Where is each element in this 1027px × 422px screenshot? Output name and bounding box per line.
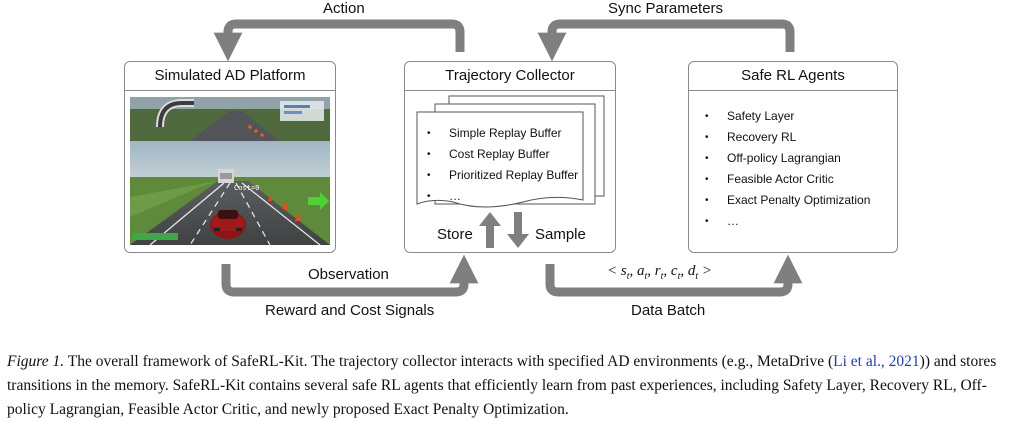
list-item: •Cost Replay Buffer bbox=[427, 147, 550, 161]
tuple-c: c bbox=[670, 263, 678, 279]
list-item: •… bbox=[427, 189, 461, 203]
trajectory-collector-panel: Trajectory Collector •Simple Replay Buff… bbox=[404, 61, 616, 253]
figure-caption: Figure 1. The overall framework of SafeR… bbox=[7, 350, 1023, 422]
transition-tuple: < st, at, rt, ct, dt > bbox=[607, 263, 713, 282]
sync-arrow bbox=[537, 19, 795, 62]
list-item: •… bbox=[705, 214, 739, 228]
tuple-d: d bbox=[687, 263, 696, 279]
agent-list: •Safety Layer •Recovery RL •Off-policy L… bbox=[705, 106, 893, 232]
simulated-ad-platform-panel: Simulated AD Platform bbox=[124, 61, 336, 253]
sync-parameters-label: Sync Parameters bbox=[608, 0, 724, 17]
cost-overlay: Cost=0 bbox=[234, 184, 259, 192]
observation-label: Observation bbox=[308, 266, 389, 283]
panel-title: Simulated AD Platform bbox=[125, 62, 335, 91]
data-batch-label: Data Batch bbox=[631, 302, 706, 319]
list-item: •Simple Replay Buffer bbox=[427, 126, 562, 140]
figure-label: Figure 1. bbox=[7, 353, 65, 370]
action-arrow bbox=[213, 19, 465, 62]
sample-label: Sample bbox=[535, 226, 586, 243]
tuple-s: s bbox=[620, 263, 627, 279]
citation-link[interactable]: Li et al., 2021 bbox=[833, 353, 920, 370]
reward-cost-label: Reward and Cost Signals bbox=[265, 302, 435, 319]
store-label: Store bbox=[437, 226, 473, 243]
list-item: •Recovery RL bbox=[705, 130, 797, 144]
caption-text-2: )) and stores transitions in the memory.… bbox=[7, 353, 997, 418]
safe-rl-agents-panel: Safe RL Agents •Safety Layer •Recovery R… bbox=[688, 61, 898, 253]
driving-simulation-screenshot: Cost=0 bbox=[130, 97, 330, 245]
replay-buffer-list: •Simple Replay Buffer •Cost Replay Buffe… bbox=[427, 123, 607, 207]
store-up-arrow bbox=[479, 212, 501, 248]
list-item: •Off-policy Lagrangian bbox=[705, 151, 841, 165]
caption-text-1: The overall framework of SafeRL-Kit. The… bbox=[64, 353, 834, 370]
connector-arrows bbox=[213, 19, 803, 297]
panel-title: Trajectory Collector bbox=[405, 62, 615, 91]
list-item: •Feasible Actor Critic bbox=[705, 172, 834, 186]
sample-down-arrow bbox=[507, 212, 529, 248]
panel-title: Safe RL Agents bbox=[689, 62, 897, 91]
replay-buffer-pages bbox=[416, 95, 605, 208]
list-item: •Exact Penalty Optimization bbox=[705, 193, 871, 207]
action-label: Action bbox=[323, 0, 365, 17]
list-item: •Safety Layer bbox=[705, 109, 795, 123]
tuple-a: a bbox=[637, 263, 645, 279]
list-item: •Prioritized Replay Buffer bbox=[427, 168, 579, 182]
tuple-r: r bbox=[654, 263, 661, 279]
observation-arrow bbox=[221, 254, 479, 297]
data-batch-arrow bbox=[545, 254, 803, 297]
